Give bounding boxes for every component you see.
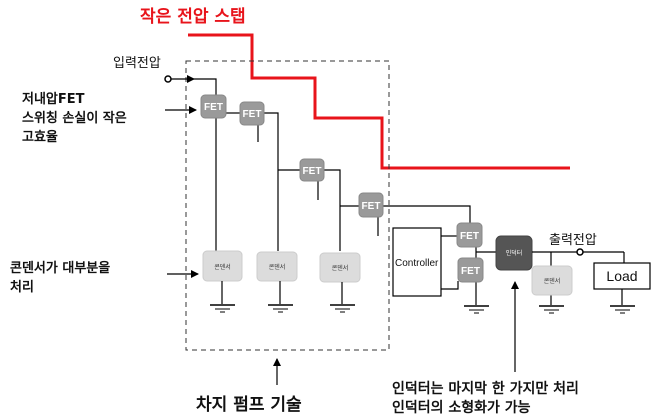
svg-text:인덕터: 인덕터	[506, 249, 523, 257]
title-small-voltage-step: 작은 전압 스탭	[140, 6, 246, 27]
svg-text:FET: FET	[204, 102, 223, 113]
charge-pump-label: 차지 펌프 기술	[196, 395, 302, 415]
input-voltage-label: 입력전압	[113, 56, 161, 71]
ground-output-cap	[539, 305, 564, 314]
fet-note-line1: 저내압FET	[22, 91, 85, 107]
output-terminal	[576, 248, 584, 256]
ground-fet	[464, 305, 489, 314]
cap-note-line1: 콘덴서가 대부분을	[10, 260, 110, 276]
svg-text:콘덴서: 콘덴서	[544, 277, 561, 285]
fet-note-line2: 스위칭 손실이 작은	[22, 110, 127, 126]
ground-load	[610, 305, 635, 314]
capacitor-1: 콘덴서	[202, 250, 243, 313]
capacitor-3: 콘덴서	[319, 252, 361, 313]
output-capacitor: 콘덴서	[531, 265, 573, 296]
svg-text:콘덴서: 콘덴서	[214, 263, 231, 271]
svg-text:FET: FET	[362, 201, 381, 212]
switch-wiring	[215, 112, 471, 251]
fet-1: FET	[200, 94, 227, 119]
fet-3: FET	[299, 158, 325, 182]
input-wire	[194, 78, 217, 96]
voltage-step-line	[188, 33, 570, 170]
fet-high-side: FET	[456, 222, 483, 248]
input-terminal	[164, 75, 172, 83]
controller-wiring	[441, 235, 496, 305]
output-wiring	[532, 251, 625, 305]
load-block: Load	[593, 262, 651, 290]
svg-text:콘덴서: 콘덴서	[332, 264, 349, 272]
inductor-note-line1: 인덕터는 마지막 한 가지만 처리	[392, 380, 579, 397]
fet-4: FET	[358, 192, 384, 218]
svg-text:Controller: Controller	[395, 258, 439, 269]
cap-note-line2: 처리	[10, 279, 34, 295]
svg-text:FET: FET	[303, 166, 322, 177]
inductor-note-line2: 인덕터의 소형화가 가능	[392, 399, 531, 416]
svg-text:콘덴서: 콘덴서	[269, 263, 286, 271]
svg-text:Load: Load	[606, 268, 637, 284]
svg-text:FET: FET	[461, 266, 480, 277]
svg-text:FET: FET	[460, 231, 479, 242]
fet-2: FET	[239, 101, 265, 126]
fet-note-line3: 고효율	[22, 129, 58, 145]
controller-block: Controller	[392, 227, 442, 297]
svg-text:FET: FET	[243, 109, 262, 120]
inductor: 인덕터	[495, 235, 533, 271]
capacitor-2: 콘덴서	[256, 251, 298, 313]
charge-pump-boundary	[185, 60, 390, 351]
output-voltage-label: 출력전압	[549, 233, 597, 248]
fet-low-side: FET	[457, 257, 484, 283]
